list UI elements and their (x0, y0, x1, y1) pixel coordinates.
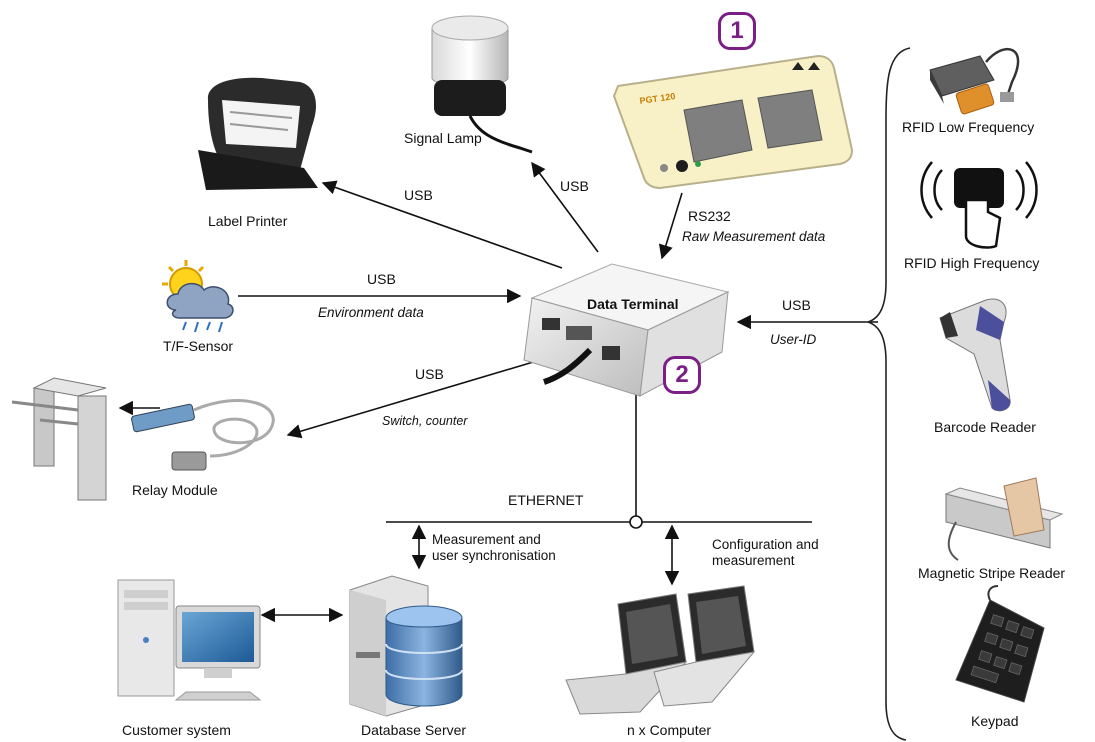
sensor-usb-label: USB (367, 271, 396, 287)
ethernet-label: ETHERNET (508, 492, 584, 508)
barcode-reader-label: Barcode Reader (934, 419, 1036, 435)
rs232-label: RS232 (688, 208, 731, 224)
signal-lamp-icon (431, 15, 533, 154)
relay-module-label: Relay Module (132, 482, 218, 498)
configuration-label: Configuration and measurement (712, 537, 819, 568)
customer-system-label: Customer system (122, 722, 231, 738)
rfid-low-frequency-icon (929, 47, 1020, 115)
ethernet-junction (629, 515, 643, 529)
magnetic-stripe-reader-label: Magnetic Stripe Reader (918, 565, 1066, 581)
printer-usb-label: USB (404, 187, 433, 203)
signal-lamp-label: Signal Lamp (404, 130, 482, 146)
tf-sensor-label: T/F-Sensor (163, 338, 234, 354)
rs232-arrow (658, 192, 683, 260)
step-badge-1: 1 (718, 12, 756, 50)
connection-lines (118, 161, 878, 623)
database-server-label: Database Server (361, 722, 467, 738)
pgt-model-label: PGT 120 (639, 91, 676, 106)
data-terminal-icon (523, 263, 730, 397)
turnstile-icon (11, 377, 107, 501)
data-terminal-label: Data Terminal (587, 296, 679, 312)
lamp-usb-arrow (531, 161, 599, 253)
weather-sensor-icon (162, 260, 234, 333)
measurement-sync-label: Measurement and user synchronisation (432, 532, 556, 563)
user-id-label: User-ID (770, 332, 817, 347)
keypad-label: Keypad (971, 713, 1019, 729)
step-badge-2: 2 (663, 356, 701, 394)
computers-label: n x Computer (627, 722, 712, 738)
magnetic-stripe-reader-icon (944, 477, 1064, 561)
rfid-low-frequency-label: RFID Low Frequency (902, 119, 1035, 135)
relay-usb-arrow (286, 359, 541, 439)
barcode-reader-icon (939, 298, 1011, 412)
label-printer-icon (198, 77, 318, 190)
lamp-usb-label: USB (560, 178, 589, 194)
pgt-tester-icon: PGT 120 (612, 54, 854, 190)
laptops-icon (565, 585, 756, 715)
reader-group-brace (865, 47, 911, 741)
environment-data-label: Environment data (318, 305, 424, 320)
database-server-icon (349, 575, 463, 717)
keypad-icon (955, 585, 1045, 703)
printer-usb-arrow (321, 180, 563, 269)
raw-measurement-label: Raw Measurement data (682, 229, 826, 244)
label-printer-label: Label Printer (208, 213, 288, 229)
customer-system-icon (117, 579, 262, 701)
switch-counter-label: Switch, counter (382, 414, 468, 428)
rfid-high-frequency-icon (920, 161, 1038, 249)
relay-usb-label: USB (415, 366, 444, 382)
relay-module-icon (131, 399, 275, 471)
user-usb-label: USB (782, 297, 811, 313)
rfid-high-frequency-label: RFID High Frequency (904, 255, 1040, 271)
